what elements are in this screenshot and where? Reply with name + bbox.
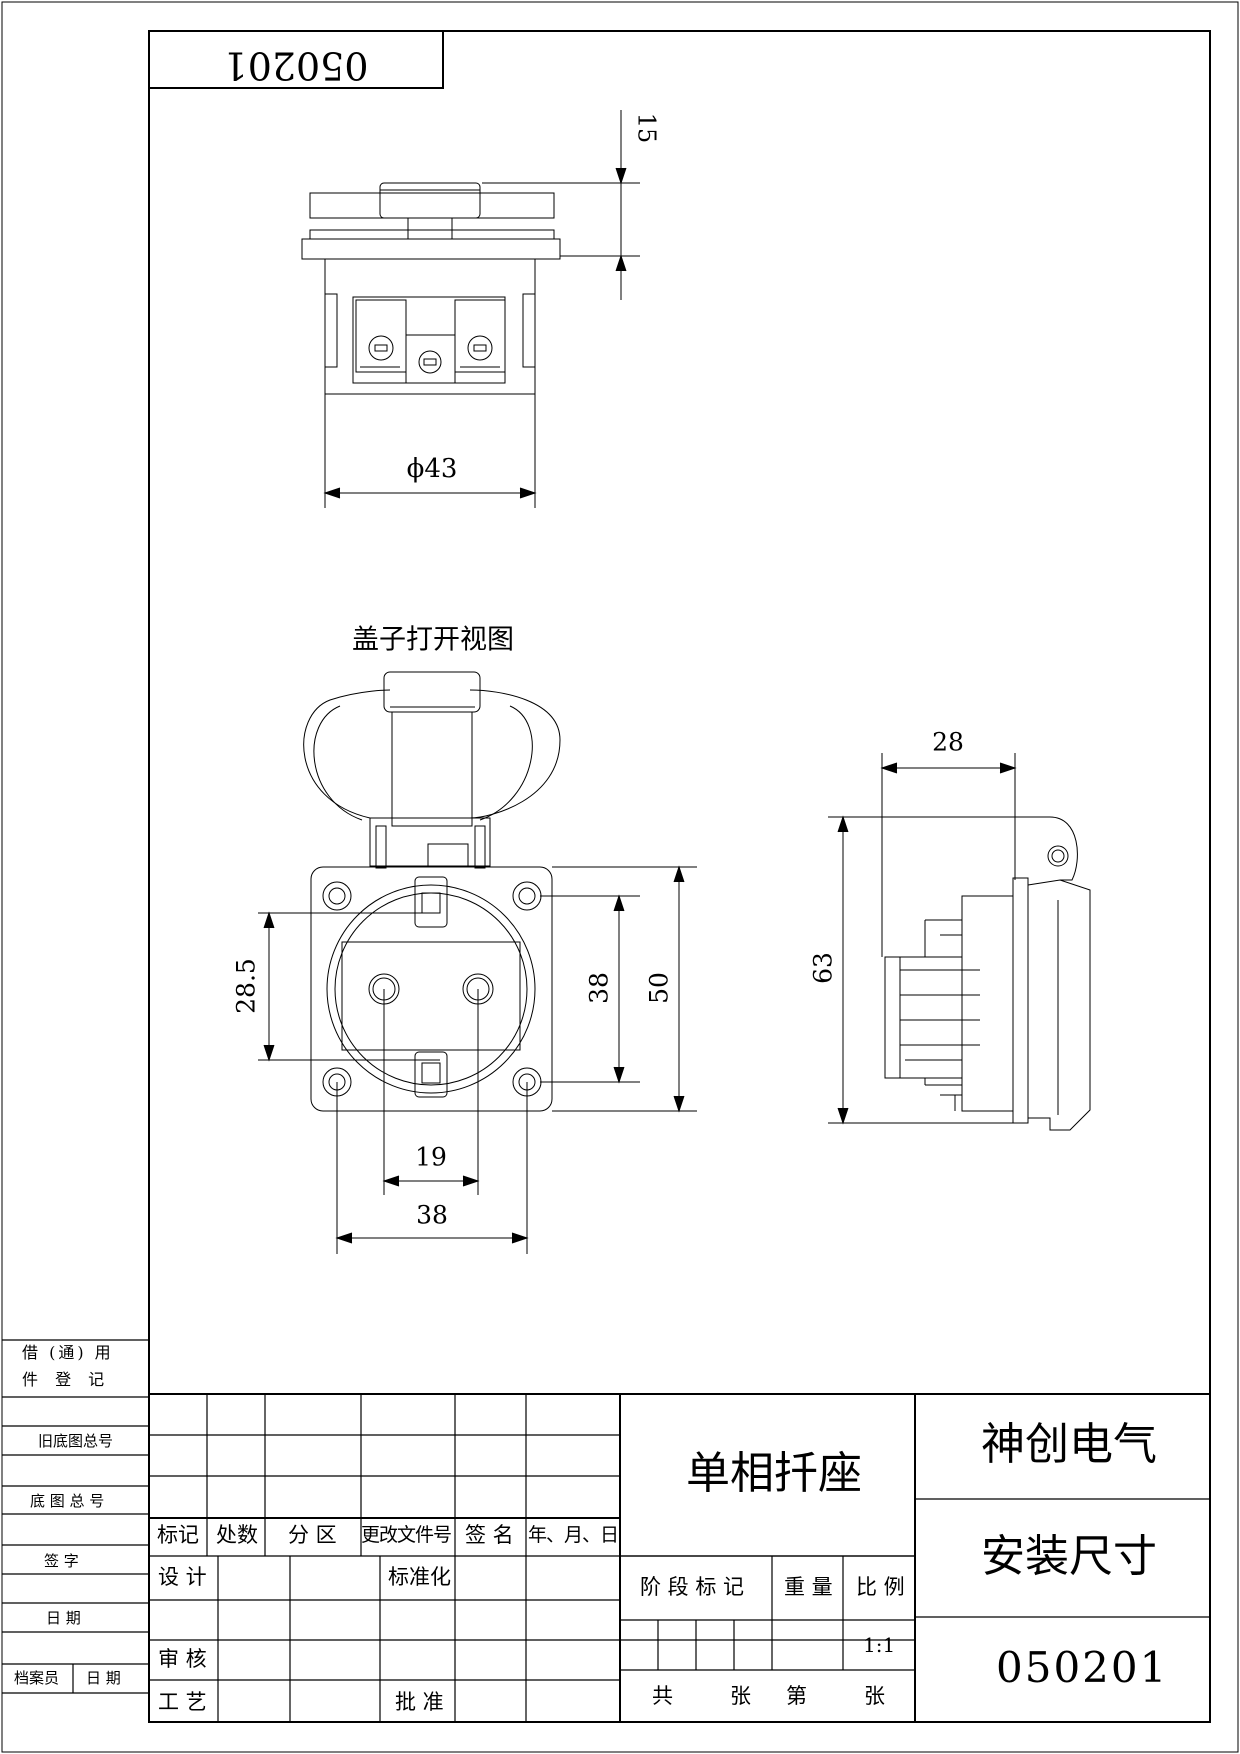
- loan-register-line2: 件 登 记: [22, 1370, 111, 1389]
- sheets-unit-label-2: 张: [864, 1684, 885, 1708]
- dim-38-horizontal-label: 38: [416, 1201, 448, 1230]
- left-registration-table: [2, 1339, 149, 1694]
- archivist-date-label: 日 期: [86, 1669, 121, 1687]
- old-base-drawing-no-label: 旧底图总号: [38, 1432, 114, 1450]
- side-view: [828, 753, 1091, 1131]
- sheets-total-label: 共: [652, 1684, 673, 1708]
- review-label: 审 核: [158, 1647, 207, 1671]
- mirrored-drawing-number: 050201: [223, 44, 368, 88]
- rev-header-count: 处数: [216, 1523, 258, 1547]
- rev-header-zone: 分 区: [288, 1523, 337, 1547]
- loan-register-line1: 借 (通) 用: [22, 1343, 114, 1362]
- drawing-number: 050201: [996, 1643, 1169, 1692]
- mirrored-number-box: 050201: [148, 30, 444, 89]
- archivist-label: 档案员: [14, 1669, 60, 1687]
- stage-mark-label: 阶 段 标 记: [640, 1575, 745, 1599]
- signature-label: 签 字: [44, 1552, 79, 1570]
- dim-50-label: 50: [645, 972, 674, 1004]
- approve-label: 批 准: [395, 1690, 444, 1714]
- dim-43-label: ϕ43: [407, 454, 458, 484]
- dim-19-label: 19: [415, 1143, 447, 1172]
- sheet-no-label: 第: [786, 1684, 807, 1708]
- sheets-unit-label-1: 张: [730, 1684, 751, 1708]
- drawing-title: 安装尺寸: [981, 1531, 1157, 1582]
- base-drawing-no-label: 底 图 总 号: [30, 1492, 105, 1510]
- rev-header-sign: 签 名: [465, 1523, 514, 1547]
- company-name: 神创电气: [981, 1419, 1157, 1470]
- front-view: [258, 671, 697, 1254]
- top-view: [301, 110, 640, 508]
- rev-header-change-doc: 更改文件号: [361, 1524, 452, 1546]
- process-label: 工 艺: [158, 1690, 207, 1714]
- rev-header-mark: 标记: [157, 1523, 199, 1547]
- dim-28-5-label: 28.5: [232, 958, 261, 1014]
- dim-15-label: 15: [633, 113, 661, 144]
- dim-38-vertical-label: 38: [585, 972, 614, 1004]
- product-name: 单相扦座: [686, 1448, 862, 1499]
- front-view-caption: 盖子打开视图: [352, 625, 514, 656]
- scale-value: 1:1: [863, 1633, 896, 1657]
- title-block-grid: [149, 1393, 1210, 1722]
- weight-label: 重 量: [784, 1575, 833, 1599]
- scale-label: 比 例: [856, 1575, 905, 1599]
- dim-63-label: 63: [809, 952, 838, 984]
- date-label: 日 期: [46, 1609, 81, 1627]
- dim-28-label: 28: [932, 728, 964, 757]
- rev-header-date: 年、月、日: [528, 1524, 619, 1546]
- design-label: 设 计: [158, 1565, 207, 1589]
- standardize-label: 标准化: [388, 1565, 451, 1589]
